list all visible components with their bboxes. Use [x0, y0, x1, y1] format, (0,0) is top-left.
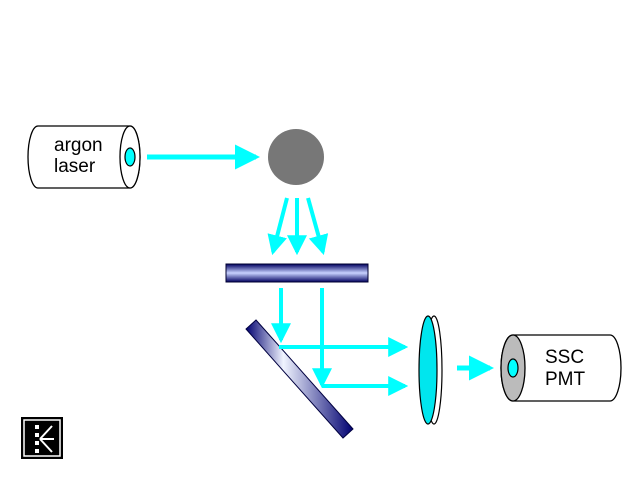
laser-label-line1: argon: [54, 135, 103, 156]
dichroic-mirror-icon: [245, 319, 354, 439]
laser-aperture-icon: [124, 147, 136, 167]
logo-icon: [21, 417, 63, 459]
detector-aperture-icon: [507, 358, 519, 378]
detector-label-line2: PMT: [545, 369, 586, 390]
scatter-arrow-left: [267, 197, 289, 256]
detector-label-line1: SSC: [545, 347, 584, 368]
lens-icon: [418, 315, 443, 425]
scatter-arrow-right: [306, 197, 329, 256]
beamsplitter-icon: [225, 263, 369, 283]
laser-label-line2: laser: [54, 156, 96, 177]
transmitted-light-arrows: [271, 288, 332, 389]
particle-icon: [268, 129, 324, 185]
ssc-pmt-detector: SSC PMT: [500, 334, 622, 402]
argon-laser: argon laser: [27, 125, 141, 189]
reflected-light-arrows: [279, 337, 409, 396]
scattered-light-arrows: [267, 197, 329, 256]
